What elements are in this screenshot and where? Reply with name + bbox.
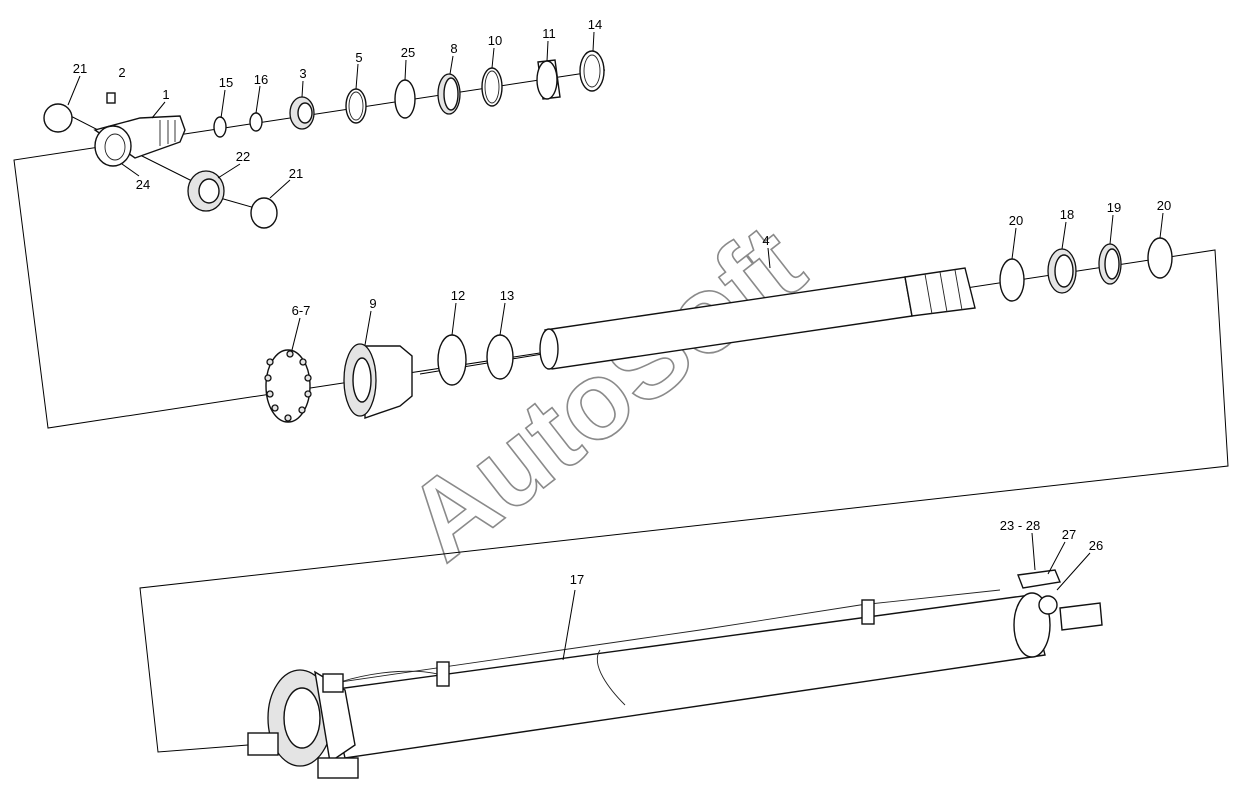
part-22-bearing [187, 170, 225, 212]
label-23-28: 23 - 28 [1000, 518, 1040, 533]
label-13: 13 [500, 288, 514, 303]
label-12: 12 [451, 288, 465, 303]
part-9-gland [343, 343, 413, 419]
part-18-piston [1047, 248, 1077, 294]
label-6-7: 6-7 [292, 303, 311, 318]
part-4-piston-rod [539, 267, 976, 370]
watermark-text: AutoSoft [384, 201, 826, 584]
part-11-bushing [536, 59, 561, 100]
label-5: 5 [355, 50, 362, 65]
part-5-ring [345, 88, 367, 124]
part-19-seal [1098, 243, 1122, 285]
label-8: 8 [450, 41, 457, 56]
part-20-ring-a [999, 258, 1025, 302]
watermark: AutoSoft [383, 200, 826, 584]
part-20-ring-b [1147, 237, 1173, 279]
label-2: 2 [118, 65, 125, 80]
part-3-nut [289, 96, 315, 130]
part-10-ring [481, 67, 503, 107]
label-24: 24 [136, 177, 150, 192]
label-11: 11 [542, 26, 556, 41]
part-6-7-bolts [264, 349, 312, 423]
part-8-seal [437, 73, 461, 115]
part-15-o-ring [213, 116, 227, 138]
label-25: 25 [401, 45, 415, 60]
label-10: 10 [488, 33, 502, 48]
label-15: 15 [219, 75, 233, 90]
label-21-top: 21 [73, 61, 87, 76]
label-14: 14 [588, 17, 602, 32]
label-20-b: 20 [1157, 198, 1171, 213]
part-labels: 21 2 1 15 16 3 5 25 8 10 11 14 22 24 21 … [73, 17, 1171, 587]
label-1: 1 [162, 87, 169, 102]
label-20-a: 20 [1009, 213, 1023, 228]
label-16: 16 [254, 72, 268, 87]
part-12-o-ring [437, 334, 467, 386]
label-18: 18 [1060, 207, 1074, 222]
part-21-snap-ring-bottom [250, 197, 278, 229]
label-4: 4 [762, 233, 769, 248]
part-17-cylinder-tube [247, 569, 1103, 779]
part-16-o-ring [249, 112, 263, 132]
label-21-bottom: 21 [289, 166, 303, 181]
part-21-snap-ring-top [43, 103, 73, 133]
label-27: 27 [1062, 527, 1076, 542]
label-9: 9 [369, 296, 376, 311]
part-14-bushing [579, 50, 605, 92]
part-13-ring [486, 334, 514, 380]
label-26: 26 [1089, 538, 1103, 553]
label-3: 3 [299, 66, 306, 81]
label-17: 17 [570, 572, 584, 587]
label-19: 19 [1107, 200, 1121, 215]
label-22: 22 [236, 149, 250, 164]
part-1-piston-rod-eye [93, 115, 186, 167]
part-25-ring [394, 79, 416, 119]
part-2-grease-fitting [106, 92, 116, 104]
leader-lines [67, 31, 1164, 661]
